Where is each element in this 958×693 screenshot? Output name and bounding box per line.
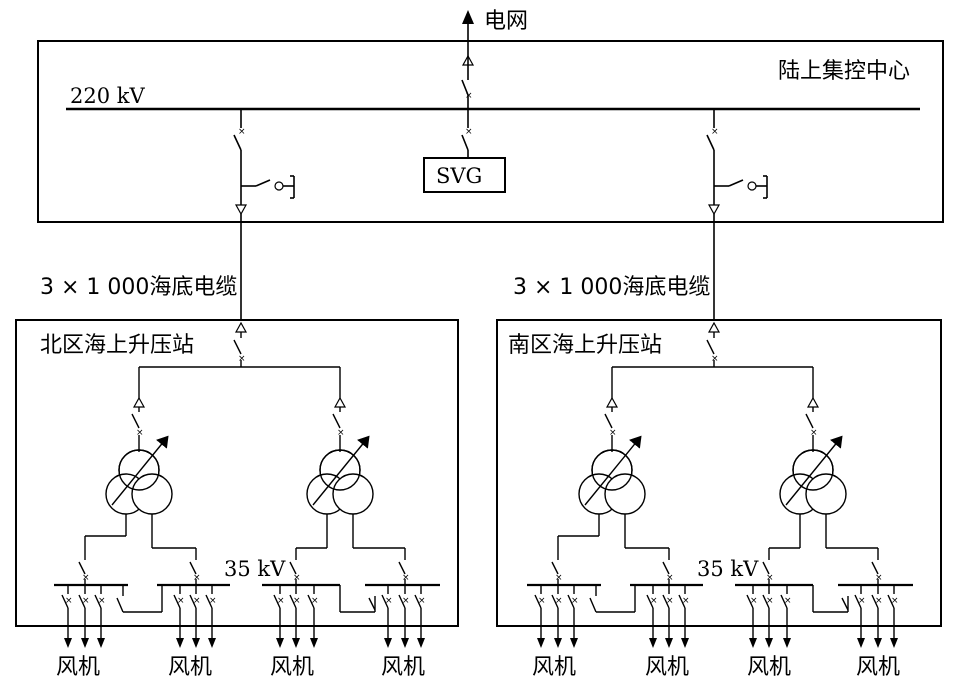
svg-text:×: × [609,428,617,438]
svg-text:×: × [277,596,285,606]
svg-text:×: × [682,596,690,606]
north-turbine-label-3: 风机 [270,655,314,680]
svg-label: SVG [436,164,482,188]
svg-text:×: × [784,596,792,606]
svg-text:×: × [311,596,319,606]
svg-text:×: × [711,354,719,364]
north-station-title: 北区海上升压站 [40,333,194,358]
svg-text:×: × [810,428,818,438]
grid-connection: 电网 [462,9,528,56]
svg-text:×: × [136,428,144,438]
svg-text:×: × [98,596,106,606]
svg-text:×: × [238,354,246,364]
south-offshore-substation: 南区海上升压站 35 kV × × × × × × × × × × × × × × × × × × × [496,319,942,648]
svg-text:×: × [465,127,473,137]
south-turbine-label-1: 风机 [532,655,576,680]
south-turbine-label-2: 风机 [645,655,689,680]
svg-text:×: × [666,596,674,606]
svg-text:×: × [209,596,217,606]
svg-text:×: × [402,596,410,606]
north-35kv-label: 35 kV [224,557,286,581]
south-turbine-label-3: 风机 [747,655,791,680]
svg-text:×: × [555,596,563,606]
svg-text:×: × [711,127,719,137]
north-turbine-label-2: 风机 [168,655,212,680]
svg-text:×: × [193,596,201,606]
svg-text:×: × [571,596,579,606]
svg-text:×: × [337,428,345,438]
svg-text:×: × [766,573,774,583]
svg-compensator [423,157,506,193]
svg-text:×: × [538,596,546,606]
svg-text:×: × [193,573,201,583]
svg-text:×: × [238,127,246,137]
svg-text:×: × [666,573,674,583]
svg-text:×: × [650,596,658,606]
svg-text:×: × [555,573,563,583]
svg-text:×: × [385,596,393,606]
north-offshore-substation: 北区海上升压站 35 kV × × × × × × × × × × × × × × × × × × × [15,319,459,648]
cable-label-left: 3 × 1 000海底电缆 [40,275,237,300]
svg-text:×: × [766,596,774,606]
bus-220kv-label: 220 kV [70,84,145,108]
south-turbine-labels: 风机 风机 风机 风机 [532,655,900,680]
svg-text:×: × [750,596,758,606]
south-turbine-label-4: 风机 [856,655,900,680]
svg-text:×: × [875,596,883,606]
svg-text:×: × [177,596,185,606]
svg-text:×: × [82,573,90,583]
svg-text:×: × [875,573,883,583]
svg-text:×: × [293,573,301,583]
grid-label: 电网 [484,9,528,34]
south-station-title: 南区海上升压站 [508,333,662,358]
north-turbine-labels: 风机 风机 风机 风机 [56,655,425,680]
svg-text:×: × [293,596,301,606]
svg-text:×: × [418,596,426,606]
cable-label-right: 3 × 1 000海底电缆 [513,275,710,300]
svg-text:×: × [82,596,90,606]
svg-text:×: × [65,596,73,606]
south-35kv-label: 35 kV [697,557,759,581]
svg-text:×: × [858,596,866,606]
svg-text:×: × [402,573,410,583]
north-turbine-label-4: 风机 [381,655,425,680]
north-turbine-label-1: 风机 [56,655,100,680]
onshore-title: 陆上集控中心 [778,59,910,84]
svg-text:×: × [891,596,899,606]
onshore-control-center: 陆上集控中心 220 kV × × SVG × × [37,40,944,320]
